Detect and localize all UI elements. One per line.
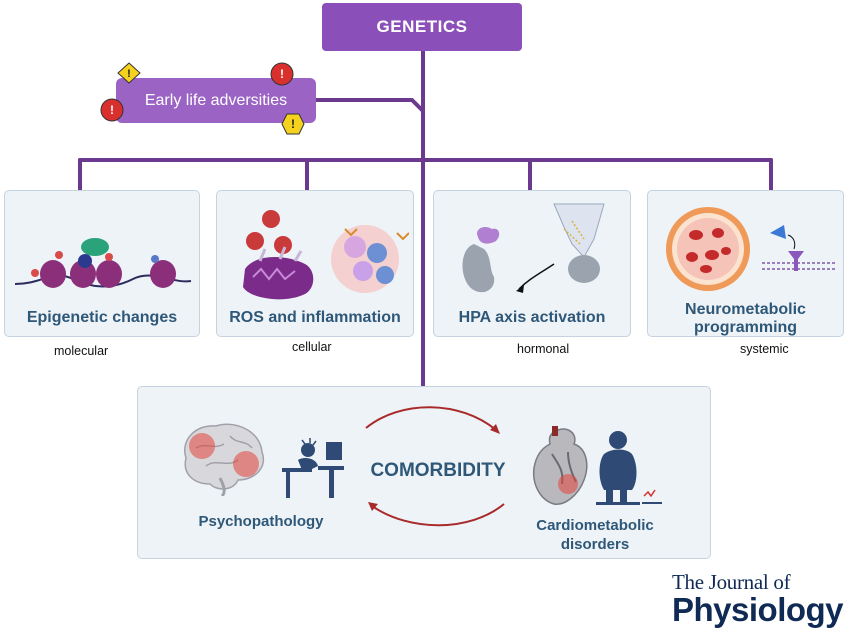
journal-logo: The Journal of Physiology [672, 570, 844, 629]
genetics-box: GENETICS [322, 3, 522, 51]
mitochondria-icon [243, 210, 409, 300]
panel-ros-inflammation: ROS and inflammation [216, 190, 414, 337]
scale-label: hormonal [517, 342, 570, 356]
mechanism-title: Neurometabolic programming [685, 301, 806, 336]
svg-text:!: ! [127, 68, 131, 80]
brain-icon [183, 423, 265, 496]
scale-label: systemic [740, 342, 789, 356]
heart-icon [532, 426, 588, 505]
journal-name-line1: The Journal of [672, 570, 791, 594]
scale-label: cellular [292, 340, 332, 354]
early-life-adversities-box: Early life adversities [116, 78, 316, 123]
stressed-person-icon [282, 438, 344, 498]
svg-text:!: ! [291, 117, 295, 131]
mechanism-title: Epigenetic changes [26, 309, 178, 326]
panel-epigenetic-changes: Epigenetic changes [4, 190, 200, 337]
psychopathology-label: Psychopathology [198, 513, 324, 530]
overweight-person-icon [596, 431, 662, 505]
cardiometabolic-label: Cardiometabolic disorders [536, 517, 654, 553]
panel-neurometabolic: Neurometabolic programming [647, 190, 844, 337]
scale-label: molecular [54, 344, 109, 358]
nucleosome-icon [14, 238, 192, 288]
alert-icon: ! [270, 62, 294, 86]
mechanism-title: HPA axis activation [458, 309, 606, 326]
svg-text:!: ! [280, 67, 284, 81]
brain-kidney-icon [462, 203, 605, 293]
warning-icon: ! [117, 62, 141, 84]
blood-vessel-icon [666, 207, 837, 291]
journal-name-line2: Physiology [672, 591, 844, 628]
mechanism-title: ROS and inflammation [229, 309, 401, 326]
comorbidity-label: COMORBIDITY [370, 460, 506, 481]
cycle-arrow-bottom [368, 502, 505, 527]
genetics-label: GENETICS [376, 17, 468, 36]
svg-text:!: ! [110, 103, 114, 117]
panel-hpa-axis: HPA axis activation [433, 190, 631, 337]
alert-icon: ! [100, 98, 124, 122]
cycle-arrow-top [365, 406, 500, 434]
early-life-label: Early life adversities [144, 91, 288, 109]
warning-icon: ! [281, 113, 305, 135]
